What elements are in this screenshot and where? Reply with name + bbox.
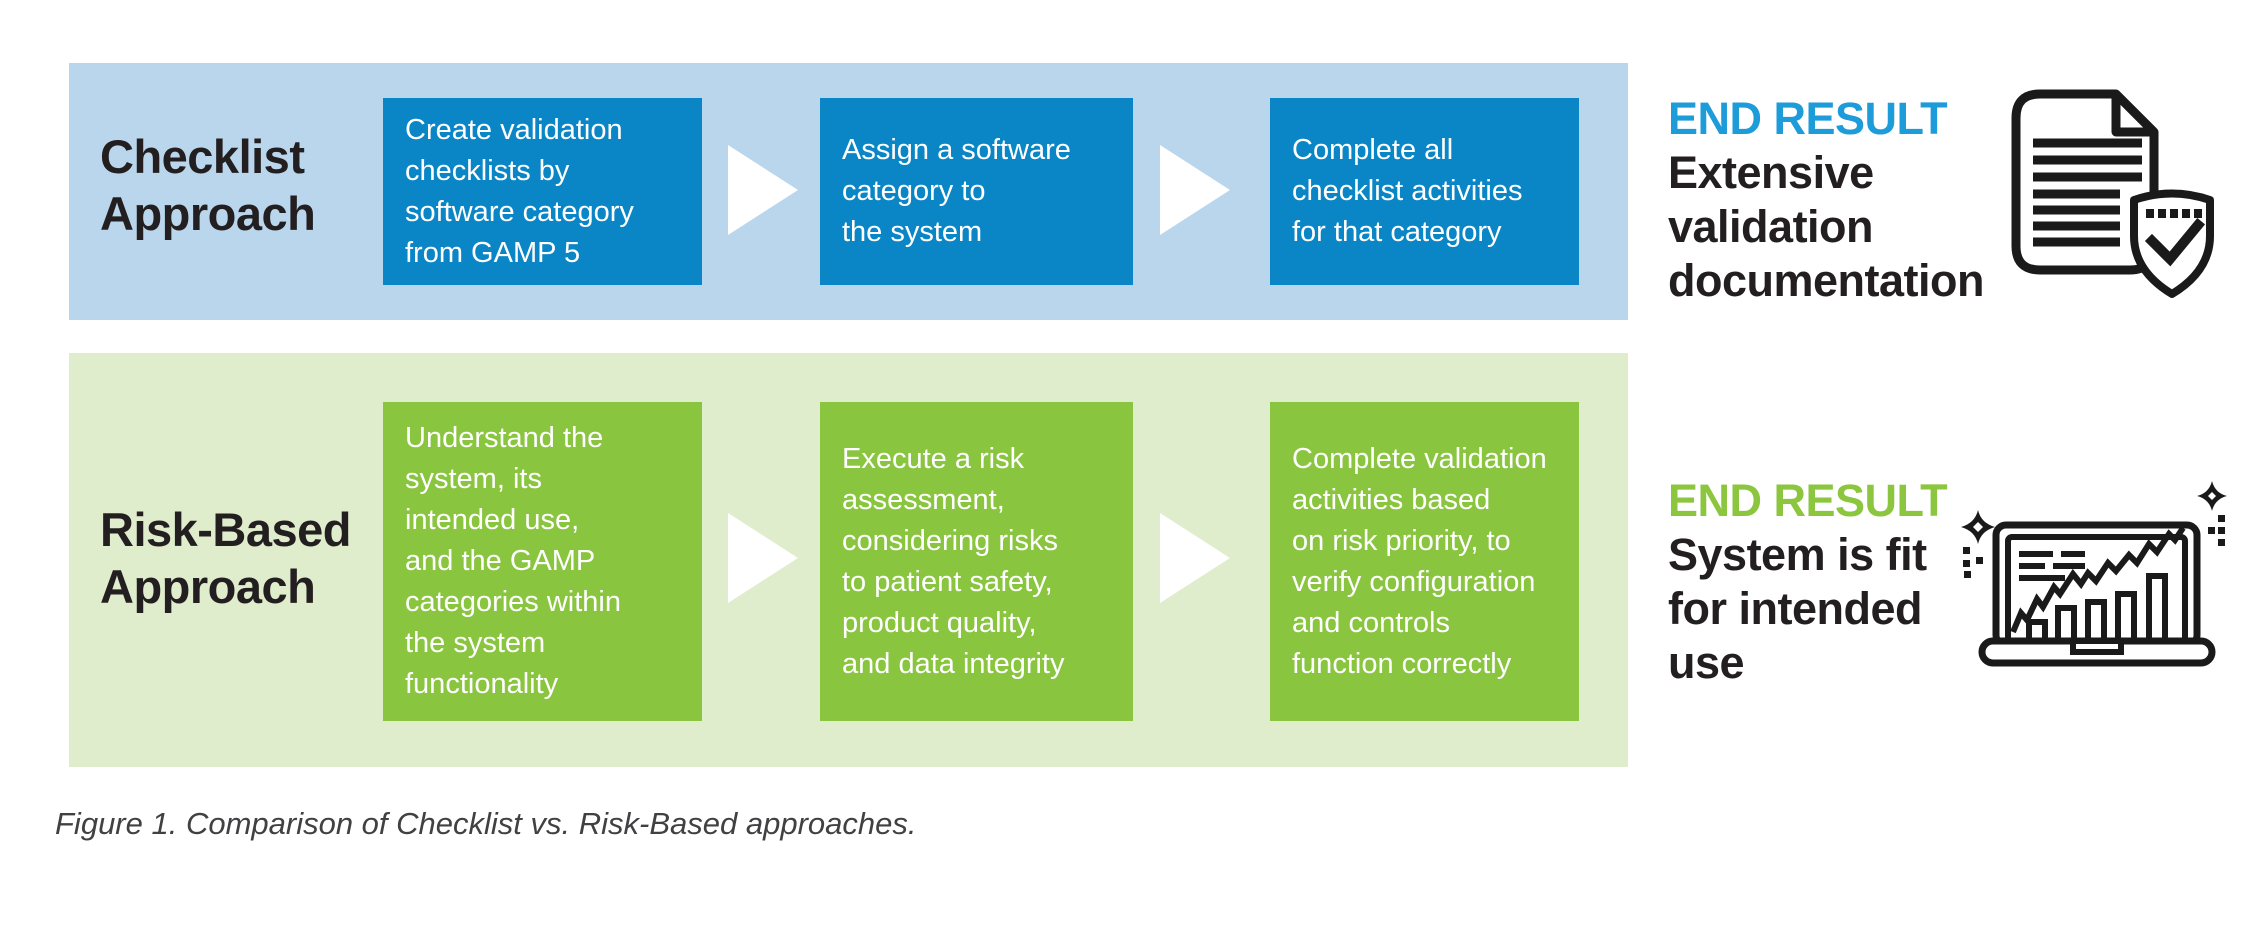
flow-arrow-icon [728,513,798,603]
risk-based-end-result-body: System is fit for intended use [1668,529,1927,688]
risk-based-end-result: END RESULT System is fit for intended us… [1668,474,2028,690]
checklist-end-result-heading: END RESULT [1668,93,1948,144]
checklist-step-1: Create validation checklists by software… [383,98,702,285]
flow-arrow-icon [1160,513,1230,603]
document-shield-check-icon [2011,89,2214,298]
checklist-end-result: END RESULT Extensive validation document… [1668,92,2028,308]
risk-based-approach-label: Risk-Based Approach [100,503,352,613]
figure-caption: Figure 1. Comparison of Checklist vs. Ri… [55,806,917,841]
risk-based-step-3: Complete validation activities based on … [1270,402,1579,721]
risk-based-step-1: Understand the system, its intended use,… [383,402,702,721]
risk-based-end-result-heading: END RESULT [1668,475,1948,526]
checklist-end-result-body: Extensive validation documentation [1668,147,1985,306]
checklist-step-2: Assign a software category to the system [820,98,1133,285]
laptop-analytics-icon [1961,481,2227,667]
checklist-approach-label: Checklist Approach [100,130,316,240]
flow-arrow-icon [728,145,798,235]
checklist-step-3: Complete all checklist activities for th… [1270,98,1579,285]
risk-based-step-2: Execute a risk assessment, considering r… [820,402,1133,721]
flow-arrow-icon [1160,145,1230,235]
